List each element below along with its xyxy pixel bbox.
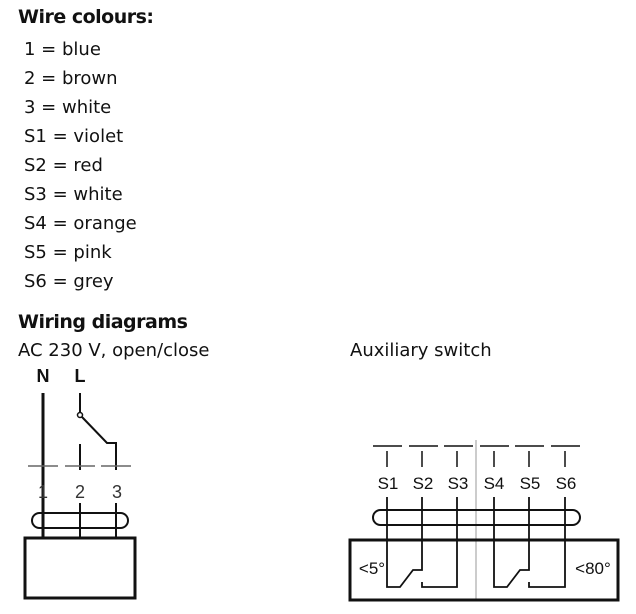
wire-colours-title: Wire colours:	[18, 6, 154, 28]
terminal-s5: S5	[520, 474, 541, 493]
switch-box	[348, 538, 620, 602]
switch-pivot	[76, 411, 84, 419]
cable-loop	[31, 512, 129, 529]
neutral-label: N	[37, 366, 50, 386]
terminal-s1: S1	[378, 474, 399, 493]
switch-angle-high: <80°	[575, 559, 611, 578]
terminal-3: 3	[112, 482, 122, 502]
terminal-s6: S6	[556, 474, 577, 493]
cable-loop	[372, 509, 581, 526]
wiring-diagrams-title: Wiring diagrams	[18, 311, 188, 333]
wire-colour-item: S1 = violet	[24, 126, 124, 147]
wire-colour-item: 2 = brown	[24, 68, 118, 89]
right-diagram-caption: Auxiliary switch	[350, 340, 492, 361]
open-close-diagram: N L 1 2 3	[23, 366, 137, 600]
left-diagram-caption: AC 230 V, open/close	[18, 340, 210, 361]
live-label: L	[75, 366, 86, 386]
terminal-2: 2	[75, 482, 85, 502]
auxiliary-switch-diagram: S1 S2 S3 S4 S5 S6 <5° <80°	[348, 440, 620, 602]
terminal-1: 1	[38, 482, 48, 502]
terminal-s3: S3	[448, 474, 469, 493]
switch-arm	[81, 416, 117, 470]
wire-colour-item: S4 = orange	[24, 213, 137, 234]
terminal-s4: S4	[484, 474, 505, 493]
wire-colour-item: 3 = white	[24, 97, 112, 118]
wire-colour-item: S6 = grey	[24, 271, 114, 292]
actuator-box	[23, 536, 137, 600]
wire-colour-item: 1 = blue	[24, 39, 101, 60]
wire-colour-item: S2 = red	[24, 155, 103, 176]
wire-colour-list: 1 = blue 2 = brown 3 = white S1 = violet S2 …	[24, 35, 137, 296]
wire-colour-item: S3 = white	[24, 184, 123, 205]
terminal-s2: S2	[413, 474, 434, 493]
switch-angle-low: <5°	[359, 559, 385, 578]
wire-colour-item: S5 = pink	[24, 242, 112, 263]
